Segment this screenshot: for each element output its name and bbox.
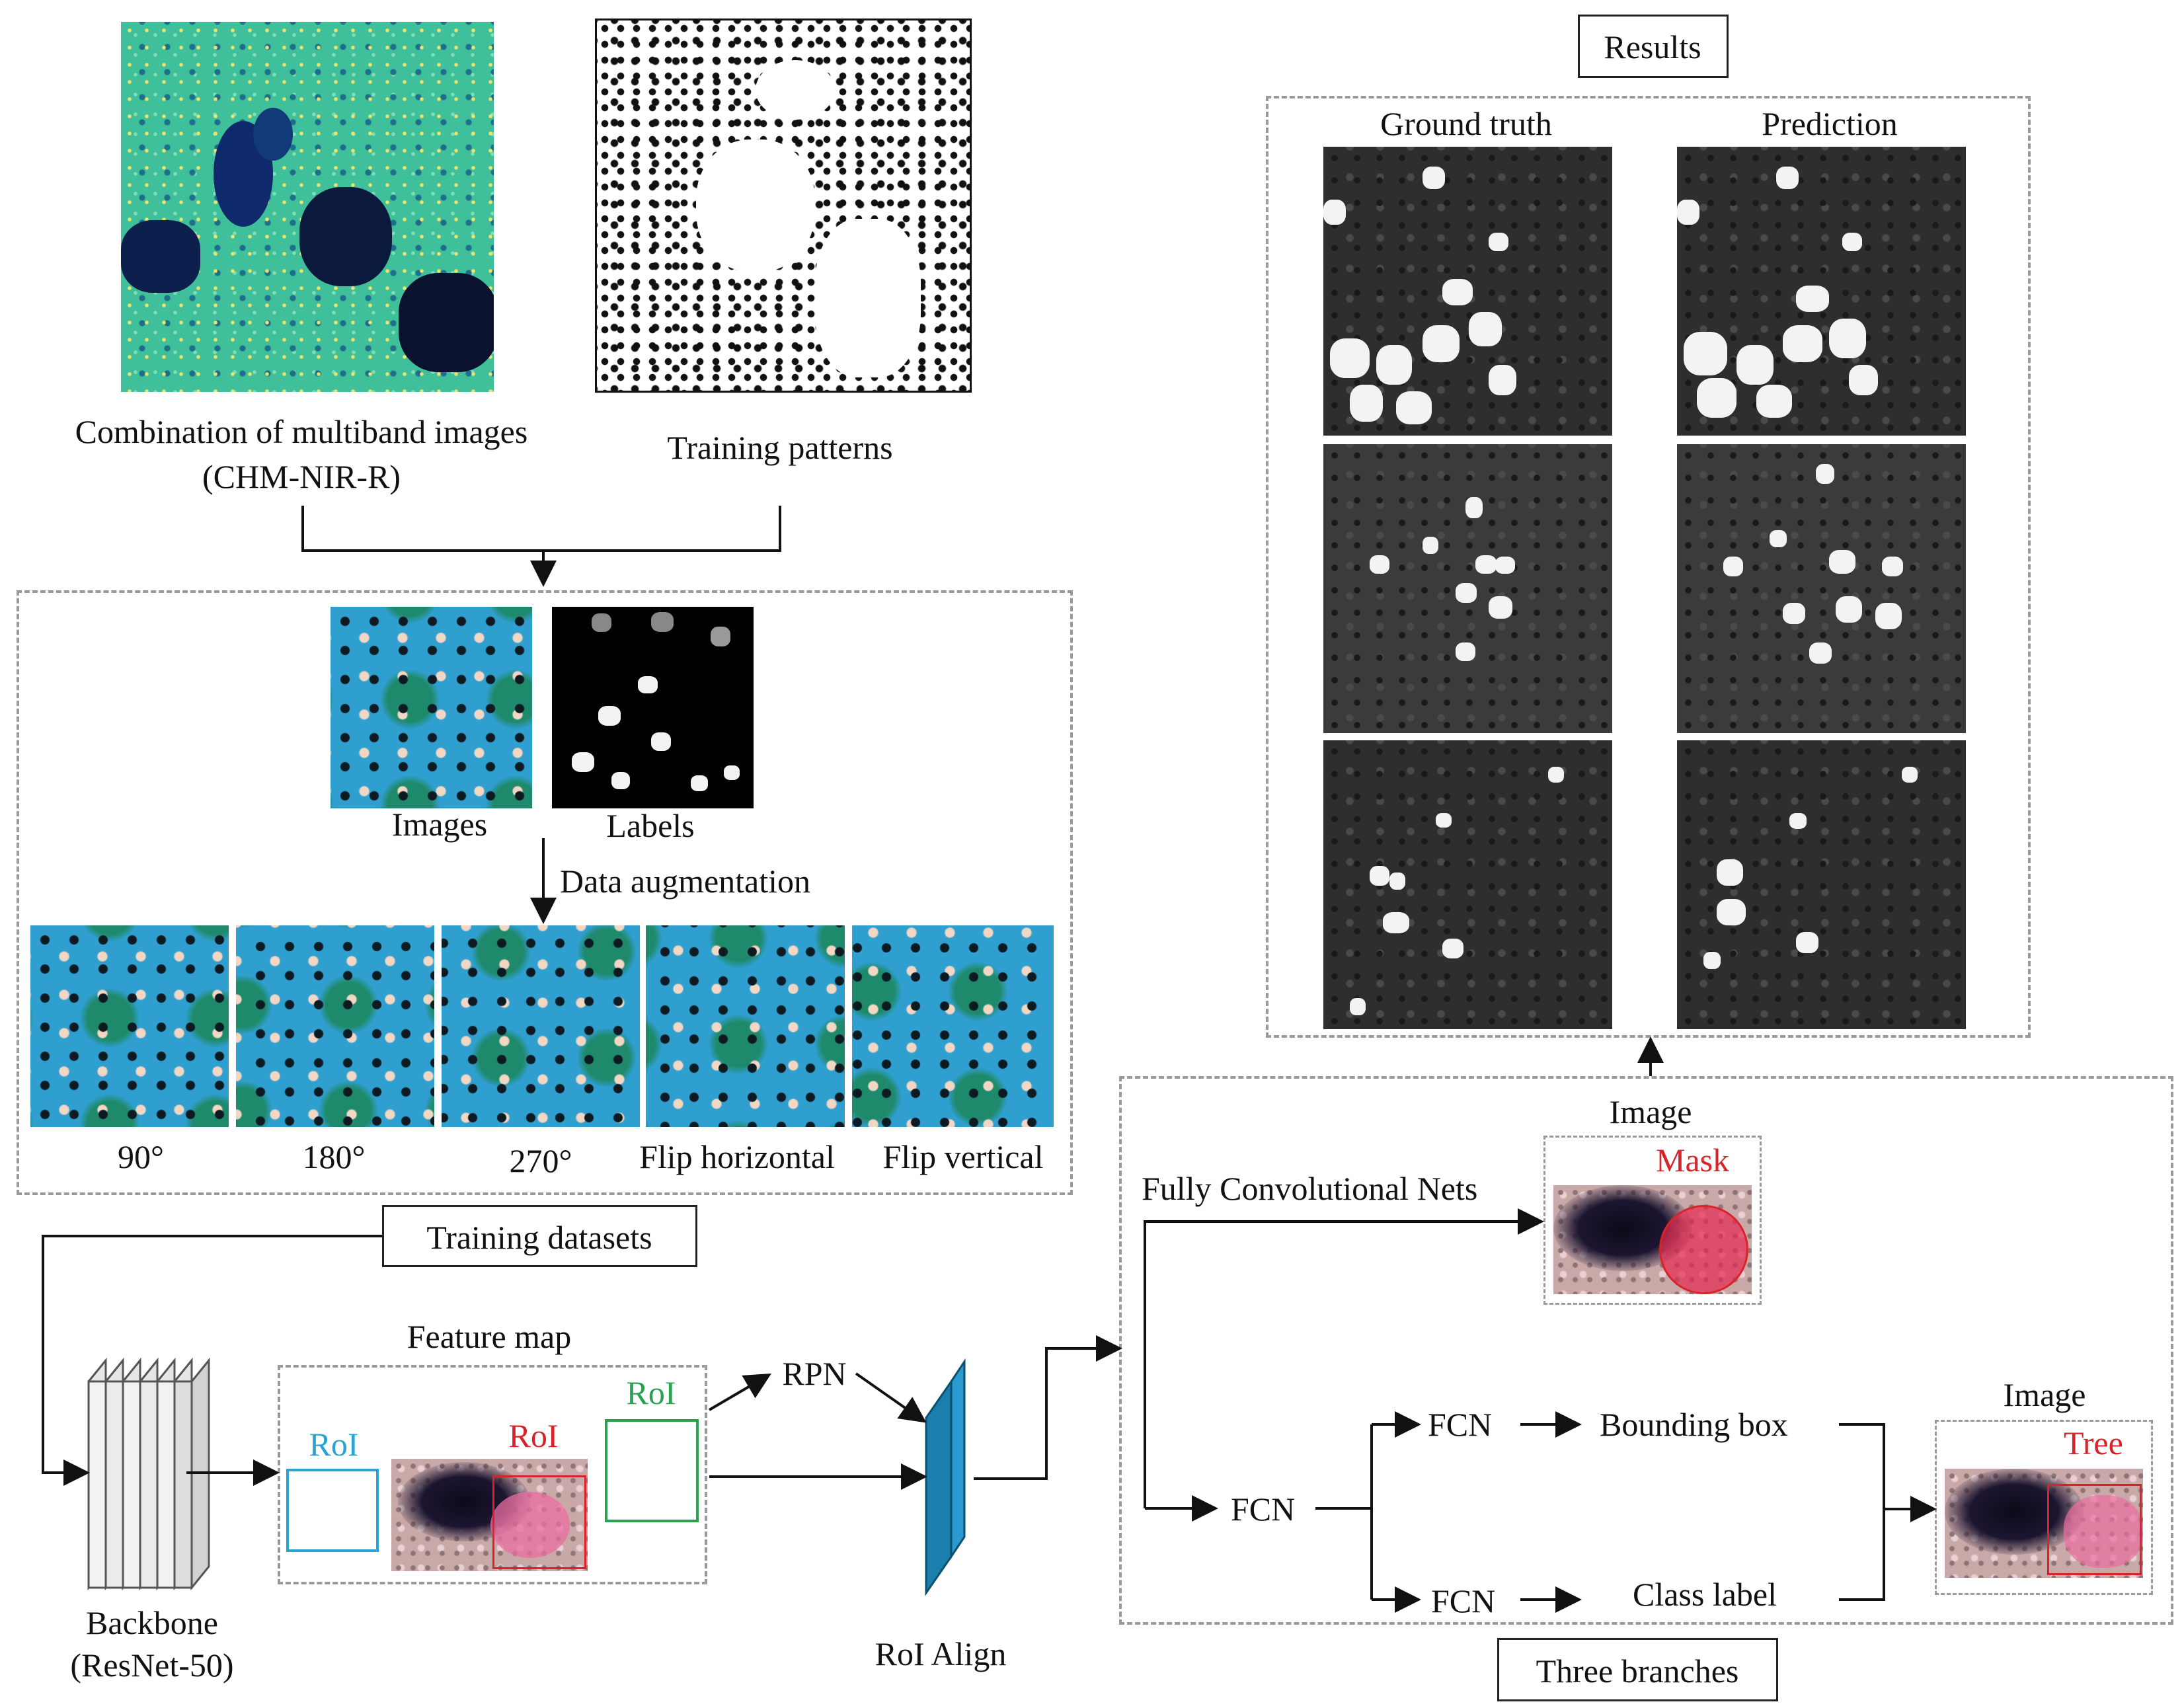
multiband-caption-line2: (CHM-NIR-R) — [202, 458, 401, 495]
results-title-box — [1578, 15, 1729, 78]
roi-align-block — [925, 1358, 966, 1596]
backbone-label-line1: Backbone — [86, 1604, 218, 1641]
roialign-to-branches — [974, 1335, 1122, 1480]
feature-map-title: Feature map — [407, 1318, 572, 1355]
tree-bbox — [2047, 1484, 2142, 1575]
three-branches-label: Three branches — [1536, 1652, 1739, 1689]
variant-flip-horizontal: Flip horizontal — [639, 1138, 835, 1175]
sample-label-mask — [552, 607, 754, 808]
training-datasets-box — [382, 1205, 697, 1267]
rpn-label: RPN — [782, 1355, 847, 1392]
result-gt-2 — [1323, 444, 1612, 733]
aug-270 — [442, 925, 640, 1127]
roi-align-label: RoI Align — [875, 1635, 1007, 1672]
fcn-nets-label: Fully Convolutional Nets — [1142, 1170, 1478, 1207]
results-title: Results — [1604, 28, 1701, 65]
class-label-label: Class label — [1633, 1576, 1777, 1613]
result-pred-3 — [1677, 740, 1966, 1029]
training-pattern-image — [595, 19, 972, 393]
aug-flip-vertical — [852, 925, 1054, 1127]
roi-green-box — [605, 1419, 699, 1522]
image-top-label: Image — [1609, 1093, 1692, 1130]
augmentation-panel — [17, 590, 1073, 1195]
mask-output-panel — [1543, 1136, 1762, 1305]
image-bottom-label: Image — [2003, 1376, 2086, 1413]
variant-90: 90° — [118, 1138, 164, 1175]
results-col-ground-truth: Ground truth — [1380, 105, 1552, 142]
training-datasets-label: Training datasets — [426, 1219, 652, 1256]
variant-flip-vertical: Flip vertical — [882, 1138, 1044, 1175]
result-pred-2 — [1677, 444, 1966, 733]
aug-180 — [236, 925, 434, 1127]
bbox-class-merge — [1839, 1423, 1931, 1601]
variant-270: 270° — [509, 1142, 572, 1179]
three-branches-box — [1497, 1638, 1778, 1701]
result-gt-3 — [1323, 740, 1612, 1029]
fcn-main-label: FCN — [1231, 1491, 1296, 1528]
multiband-caption-line1: Combination of multiband images — [75, 413, 528, 450]
roi-blue-label: RoI — [309, 1426, 359, 1463]
aug-flip-horizontal — [646, 925, 845, 1127]
bounding-box-label: Bounding box — [1600, 1406, 1788, 1443]
result-pred-1 — [1677, 147, 1966, 436]
datasets-to-backbone — [42, 1235, 382, 1486]
aug-90 — [30, 925, 229, 1127]
rpn-to-roialign — [855, 1372, 927, 1423]
fcn-nets-line — [1144, 1208, 1544, 1508]
multiband-image — [121, 22, 494, 392]
mask-label: Mask — [1656, 1142, 1730, 1179]
results-col-prediction: Prediction — [1762, 105, 1898, 142]
result-gt-1 — [1323, 147, 1612, 436]
sample-image — [331, 607, 532, 808]
labels-label: Labels — [606, 807, 695, 844]
tree-patch — [1945, 1469, 2143, 1578]
backbone-layers — [87, 1357, 210, 1591]
roi-red-label: RoI — [508, 1417, 559, 1454]
training-patterns-caption: Training patterns — [667, 429, 893, 466]
roi-green-label: RoI — [626, 1374, 676, 1411]
fcn-upper-label: FCN — [1428, 1406, 1493, 1443]
roi-blue-box — [286, 1469, 379, 1552]
images-label: Images — [391, 806, 488, 843]
data-augmentation-label: Data augmentation — [560, 863, 811, 900]
roi-red-box — [492, 1475, 586, 1569]
tree-label: Tree — [2064, 1424, 2123, 1461]
fcn-lower-label: FCN — [1431, 1582, 1496, 1619]
merge-line — [301, 506, 781, 552]
variant-180: 180° — [302, 1138, 366, 1175]
mask-circle — [1659, 1205, 1748, 1294]
backbone-label-line2: (ResNet-50) — [70, 1647, 234, 1684]
feature-to-rpn — [708, 1373, 771, 1411]
fcn-main-split — [1315, 1424, 1373, 1600]
